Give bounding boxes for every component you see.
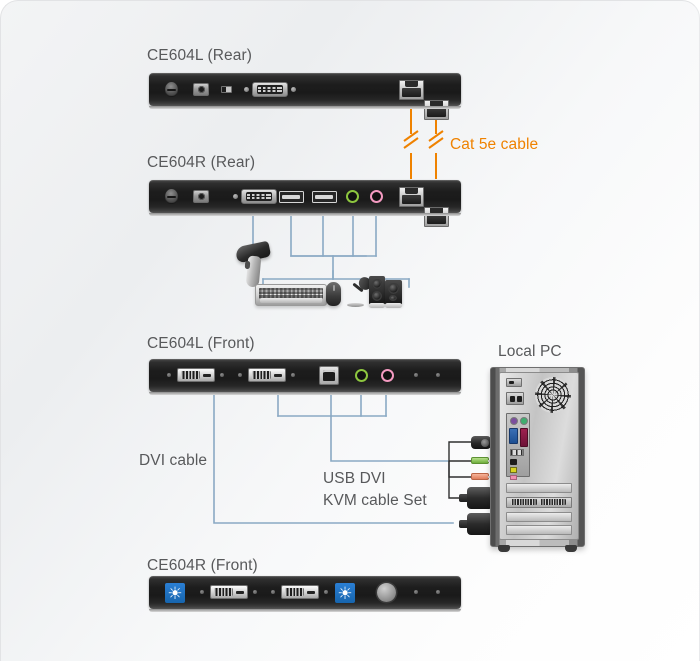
rj45-port-1-icon bbox=[399, 187, 424, 207]
pc-foot-right bbox=[565, 545, 577, 552]
rj45-port-2-icon bbox=[424, 100, 449, 120]
dvi-indicator-4-icon bbox=[291, 373, 295, 377]
db9-screw-left-icon bbox=[244, 87, 249, 92]
device-ce604r-front[interactable]: ☀ ☀ bbox=[149, 576, 461, 612]
local-pc-tower[interactable] bbox=[490, 367, 585, 552]
pc-rear-panel bbox=[498, 371, 580, 540]
dvi-indicator-4-icon bbox=[324, 590, 328, 594]
ps2-mouse-port-icon bbox=[519, 416, 528, 425]
status-led-1-icon bbox=[414, 590, 418, 594]
dvi-port-1-icon bbox=[210, 585, 248, 599]
dvi-indicator-2-icon bbox=[220, 373, 224, 377]
mouse-icon bbox=[326, 282, 341, 306]
rj45-port-1-icon bbox=[399, 80, 424, 100]
status-led-1-icon bbox=[414, 373, 418, 377]
pc-dvi-port-1-icon bbox=[510, 499, 537, 505]
rocker-switch-icon[interactable] bbox=[221, 86, 232, 93]
expansion-slot-1 bbox=[505, 482, 573, 493]
keyboard-icon bbox=[255, 284, 327, 306]
label-cat5e-cable: Cat 5e cable bbox=[450, 136, 539, 153]
mic-in-pink-icon bbox=[381, 369, 394, 382]
db9-screw-right-icon bbox=[291, 87, 296, 92]
dc-power-jack-icon bbox=[193, 190, 209, 203]
antenna-knob-icon bbox=[165, 189, 178, 204]
pc-io-shield bbox=[505, 412, 530, 480]
dc-power-jack-icon bbox=[193, 83, 209, 96]
dvi-port-2-icon bbox=[248, 368, 286, 382]
expansion-slot-2 bbox=[505, 511, 573, 522]
label-local-pc: Local PC bbox=[498, 343, 562, 360]
db9-serial-port-icon bbox=[252, 82, 288, 97]
dvi-graphics-card bbox=[505, 496, 573, 508]
lan-port-icon bbox=[509, 466, 517, 473]
dvi-indicator-2-icon bbox=[253, 590, 257, 594]
dvi-indicator-3-icon bbox=[271, 590, 275, 594]
audio-out-green-icon bbox=[355, 369, 368, 382]
device-ce604r-rear[interactable] bbox=[149, 180, 461, 227]
barcode-scanner-icon bbox=[234, 240, 272, 290]
dvi-indicator-1-icon bbox=[167, 373, 171, 377]
dvi-indicator-1-icon bbox=[200, 590, 204, 594]
exhaust-fan-icon bbox=[534, 376, 571, 413]
vga-port-icon bbox=[508, 427, 518, 444]
rj45-port-2-icon bbox=[424, 207, 449, 227]
audio-line-out-green-icon bbox=[346, 190, 359, 203]
brightness-button-right-icon[interactable]: ☀ bbox=[335, 583, 355, 603]
speakers-icon bbox=[369, 274, 403, 308]
expansion-slot-3 bbox=[505, 524, 573, 535]
psu-power-switch-icon[interactable] bbox=[505, 377, 522, 387]
serial-port-icon bbox=[509, 458, 517, 465]
pc-audio-ports-icon bbox=[509, 474, 517, 480]
device-ce604l-front[interactable] bbox=[149, 359, 461, 395]
ps2-keyboard-port-icon bbox=[509, 416, 518, 425]
device-ce604l-rear[interactable] bbox=[149, 73, 461, 120]
label-ce604r-rear: CE604R (Rear) bbox=[147, 154, 256, 171]
db9-screw-left-icon bbox=[233, 194, 238, 199]
label-ce604r-front: CE604R (Front) bbox=[147, 557, 258, 574]
status-led-2-icon bbox=[436, 373, 440, 377]
microphone-icon bbox=[345, 274, 374, 307]
usb-b-port-icon bbox=[319, 366, 339, 385]
pc-usb-ports-icon bbox=[509, 448, 524, 456]
brightness-button-left-icon[interactable]: ☀ bbox=[165, 583, 185, 603]
label-dvi-cable: DVI cable bbox=[139, 452, 208, 469]
pc-foot-left bbox=[498, 545, 510, 552]
psu-ac-socket-icon bbox=[505, 391, 524, 405]
power-button[interactable] bbox=[377, 583, 396, 602]
label-ce604l-rear: CE604L (Rear) bbox=[147, 47, 252, 64]
pc-dvi-port-2-icon bbox=[539, 499, 566, 505]
parallel-port-icon bbox=[519, 427, 528, 447]
dvi-port-1-icon bbox=[177, 368, 215, 382]
dvi-indicator-3-icon bbox=[238, 373, 242, 377]
mic-in-pink-icon bbox=[370, 190, 383, 203]
antenna-knob-icon bbox=[165, 82, 178, 97]
usb-port-1-icon bbox=[279, 191, 304, 203]
dvi-port-2-icon bbox=[281, 585, 319, 599]
db9-serial-port-icon bbox=[241, 189, 277, 204]
label-ce604l-front: CE604L (Front) bbox=[147, 335, 255, 352]
label-kvm-cable-line2: KVM cable Set bbox=[323, 492, 427, 509]
label-kvm-cable-line1: USB DVI bbox=[323, 470, 386, 487]
status-led-2-icon bbox=[436, 590, 440, 594]
usb-port-2-icon bbox=[312, 191, 337, 203]
